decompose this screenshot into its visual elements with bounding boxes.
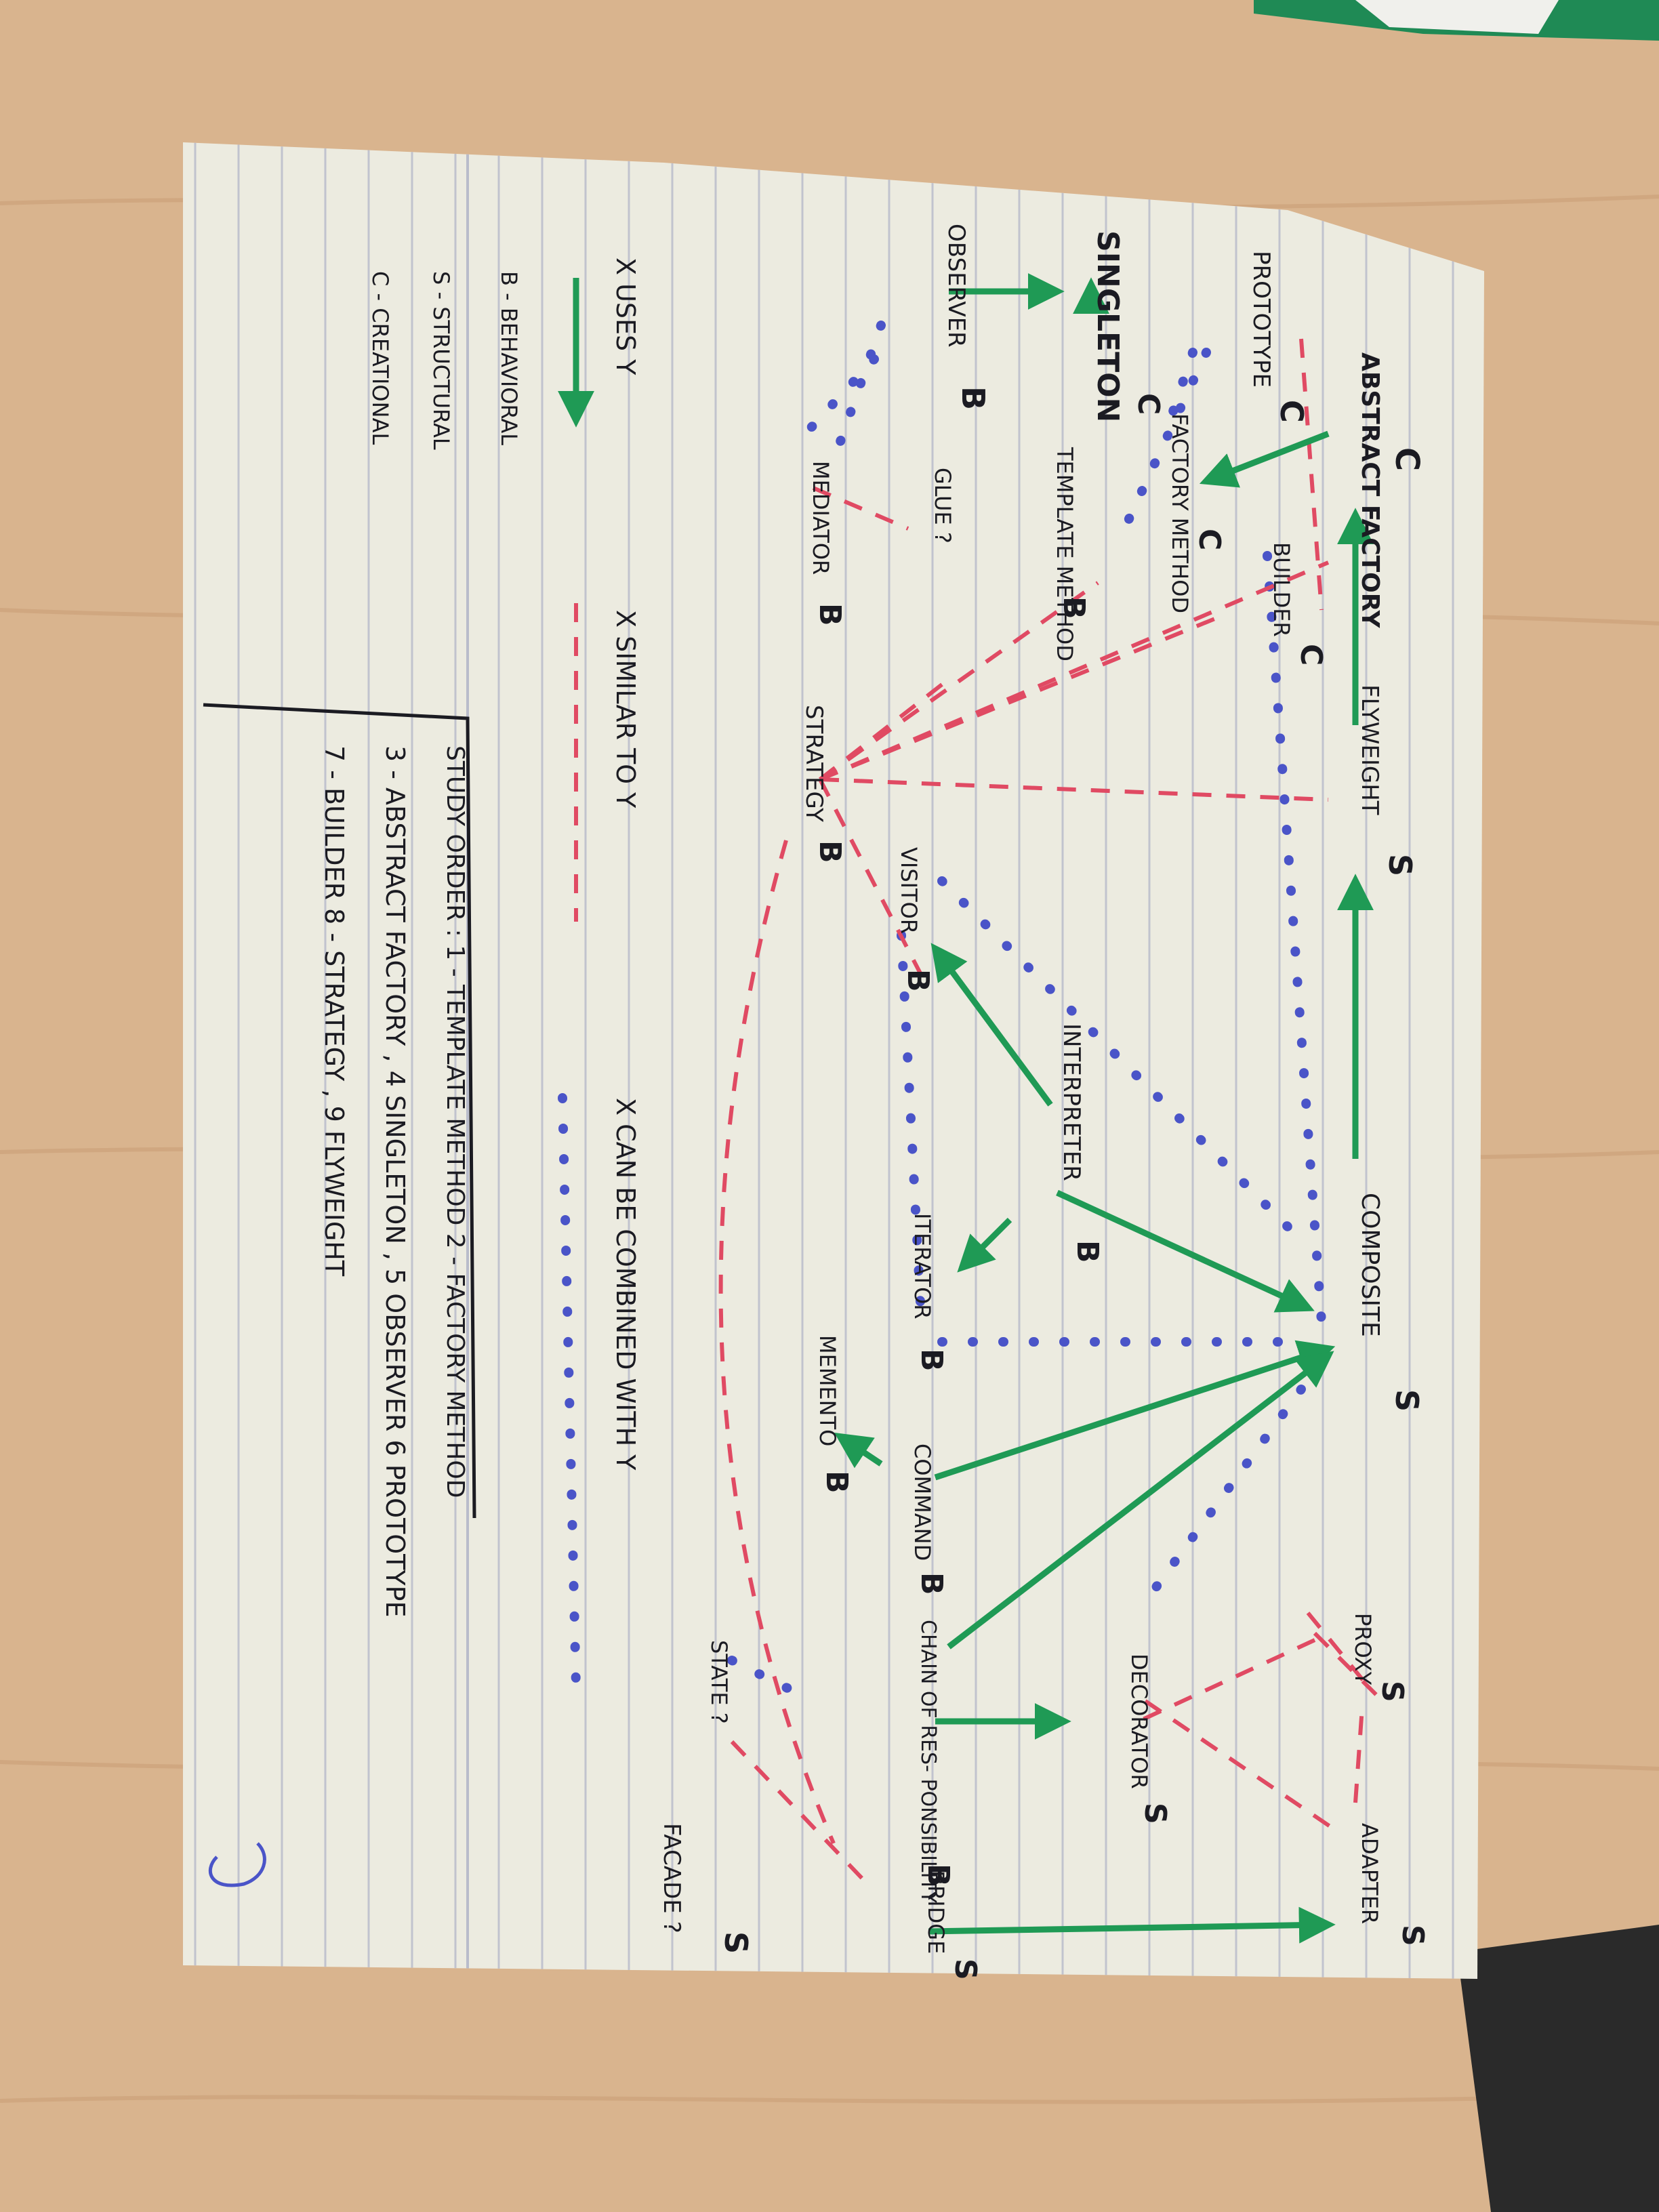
svg-text:GLUE ?: GLUE ?: [930, 468, 956, 544]
study-order-line-3: 7 - BUILDER 8 - STRATEGY , 9 FLYWEIGHT: [319, 745, 349, 1277]
node-observer: OBSERVER B: [943, 224, 991, 410]
legend-similar: X SIMILAR TO Y: [611, 610, 640, 808]
svg-text:PROTOTYPE: PROTOTYPE: [1248, 251, 1275, 388]
svg-text:C: C: [1131, 393, 1166, 415]
svg-text:MEDIATOR: MEDIATOR: [808, 461, 834, 575]
svg-text:B: B: [813, 603, 847, 626]
study-order-line-1: STUDY ORDER : 1 - TEMPLATE METHOD 2 - FA…: [441, 745, 469, 1498]
node-state: STATE ?: [706, 1640, 732, 1724]
node-proxy: PROXY S: [1350, 1613, 1410, 1702]
uses-arrows: [558, 273, 1374, 1944]
node-iterator: ITERATOR B: [909, 1213, 949, 1372]
ruled-lines: [183, 142, 1484, 1979]
svg-text:BUILDER: BUILDER: [1269, 542, 1294, 637]
node-builder: BUILDER C: [1269, 542, 1328, 665]
node-composite: COMPOSITE S: [1356, 1193, 1425, 1412]
study-order-line-2: 3 - ABSTRACT FACTORY , 4 SINGLETON , 5 O…: [380, 745, 410, 1617]
svg-text:X SIMILAR TO Y: X SIMILAR TO Y: [611, 610, 640, 808]
node-bridge: BRIDGE S: [923, 1870, 983, 1980]
similar-links: [574, 338, 1385, 1886]
legend-structural: S - STRUCTURAL: [428, 271, 454, 450]
svg-text:FACTORY METHOD: FACTORY METHOD: [1167, 413, 1193, 613]
svg-text:STATE ?: STATE ?: [706, 1640, 732, 1724]
node-strategy: STRATEGY B: [800, 705, 847, 863]
node-mediator: MEDIATOR B: [808, 461, 847, 626]
node-template-method: TEMPLATE METHOD B: [1052, 447, 1091, 661]
dark-device: [1457, 1925, 1659, 2212]
svg-text:INTERPRETER: INTERPRETER: [1058, 1023, 1085, 1181]
node-glue: GLUE ?: [930, 468, 956, 544]
svg-text:FACADE ?: FACADE ?: [658, 1823, 685, 1933]
svg-text:X USES Y: X USES Y: [611, 258, 640, 375]
svg-text:S: S: [1375, 1681, 1410, 1702]
svg-text:B: B: [901, 969, 935, 992]
svg-text:VISITOR: VISITOR: [896, 847, 922, 934]
node-memento: MEMENTO B: [815, 1335, 854, 1494]
svg-text:B: B: [1070, 1240, 1105, 1263]
legend-behavioral: B - BEHAVIORAL: [496, 271, 522, 445]
svg-text:COMMAND: COMMAND: [909, 1443, 935, 1561]
node-factory-method: FACTORY METHOD C: [1167, 413, 1227, 613]
legend-uses: X USES Y: [611, 258, 640, 375]
node-abstract-factory: ABSTRACT FACTORY C: [1356, 352, 1426, 629]
svg-text:3 - ABSTRACT FACTORY , 4 SINGL: 3 - ABSTRACT FACTORY , 4 SINGLETON , 5 O…: [380, 745, 410, 1617]
node-command: COMMAND B: [909, 1443, 949, 1595]
svg-text:S: S: [1382, 854, 1418, 876]
svg-text:C: C: [1388, 447, 1426, 471]
svg-text:B - BEHAVIORAL: B - BEHAVIORAL: [496, 271, 522, 445]
svg-text:FLYWEIGHT: FLYWEIGHT: [1356, 684, 1383, 815]
svg-text:ITERATOR: ITERATOR: [909, 1213, 935, 1319]
svg-text:BRIDGE: BRIDGE: [923, 1870, 949, 1954]
svg-text:ABSTRACT FACTORY: ABSTRACT FACTORY: [1356, 352, 1384, 629]
svg-text:DECORATOR: DECORATOR: [1126, 1654, 1152, 1789]
svg-text:B: B: [914, 1572, 949, 1595]
node-singleton: SINGLETON C: [1090, 230, 1166, 422]
svg-text:PROXY: PROXY: [1350, 1613, 1376, 1685]
node-facade: FACADE ? S: [658, 1823, 754, 1954]
node-flyweight: FLYWEIGHT S: [1356, 684, 1418, 876]
svg-text:B: B: [914, 1349, 949, 1372]
study-order-box: [203, 703, 476, 1519]
node-adapter: ADAPTER S: [1357, 1823, 1430, 1946]
svg-text:S: S: [1389, 1389, 1425, 1412]
svg-text:C - CREATIONAL: C - CREATIONAL: [367, 271, 393, 445]
legend-combined: X CAN BE COMBINED WITH Y: [611, 1098, 640, 1471]
svg-text:X CAN BE COMBINED WITH Y: X CAN BE COMBINED WITH Y: [611, 1098, 640, 1471]
node-prototype: PROTOTYPE C: [1248, 251, 1310, 423]
svg-text:OBSERVER: OBSERVER: [943, 224, 970, 348]
svg-text:STRATEGY: STRATEGY: [800, 705, 827, 822]
svg-text:CHAIN OF RES- PONSIBILITY: CHAIN OF RES- PONSIBILITY: [916, 1620, 940, 1904]
svg-text:B: B: [955, 386, 991, 410]
svg-text:COMPOSITE: COMPOSITE: [1356, 1193, 1384, 1337]
svg-text:C: C: [1192, 529, 1227, 550]
svg-text:B: B: [1057, 596, 1091, 619]
node-decorator: DECORATOR S: [1126, 1654, 1172, 1824]
node-chain-of-responsibility: CHAIN OF RES- PONSIBILITY B: [916, 1620, 956, 1904]
legend-creational: C - CREATIONAL: [367, 271, 393, 445]
svg-text:C: C: [1273, 400, 1310, 423]
svg-text:S: S: [948, 1959, 983, 1980]
node-visitor: VISITOR B: [896, 847, 935, 992]
pen-scribble: [209, 1842, 266, 1887]
svg-text:STUDY ORDER : 1 - TEMPLATE MET: STUDY ORDER : 1 - TEMPLATE METHOD 2 - FA…: [441, 745, 469, 1498]
svg-text:B: B: [819, 1471, 854, 1494]
svg-text:S - STRUCTURAL: S - STRUCTURAL: [428, 271, 454, 450]
svg-text:S: S: [718, 1931, 754, 1954]
svg-text:SINGLETON: SINGLETON: [1090, 230, 1125, 422]
node-interpreter: INTERPRETER B: [1058, 1023, 1105, 1263]
svg-text:TEMPLATE METHOD: TEMPLATE METHOD: [1052, 447, 1078, 661]
notebook-page: [1355, 0, 1559, 34]
svg-text:B: B: [813, 840, 847, 863]
svg-text:MEMENTO: MEMENTO: [815, 1335, 840, 1446]
svg-text:S: S: [1138, 1803, 1172, 1824]
svg-text:B: B: [921, 1864, 956, 1887]
svg-text:C: C: [1294, 644, 1328, 665]
svg-text:ADAPTER: ADAPTER: [1357, 1823, 1382, 1924]
svg-text:7 - BUILDER 8 - STRATEGY , 9 F: 7 - BUILDER 8 - STRATEGY , 9 FLYWEIGHT: [319, 745, 349, 1277]
combined-links: [558, 321, 1326, 1706]
svg-text:S: S: [1395, 1925, 1430, 1946]
